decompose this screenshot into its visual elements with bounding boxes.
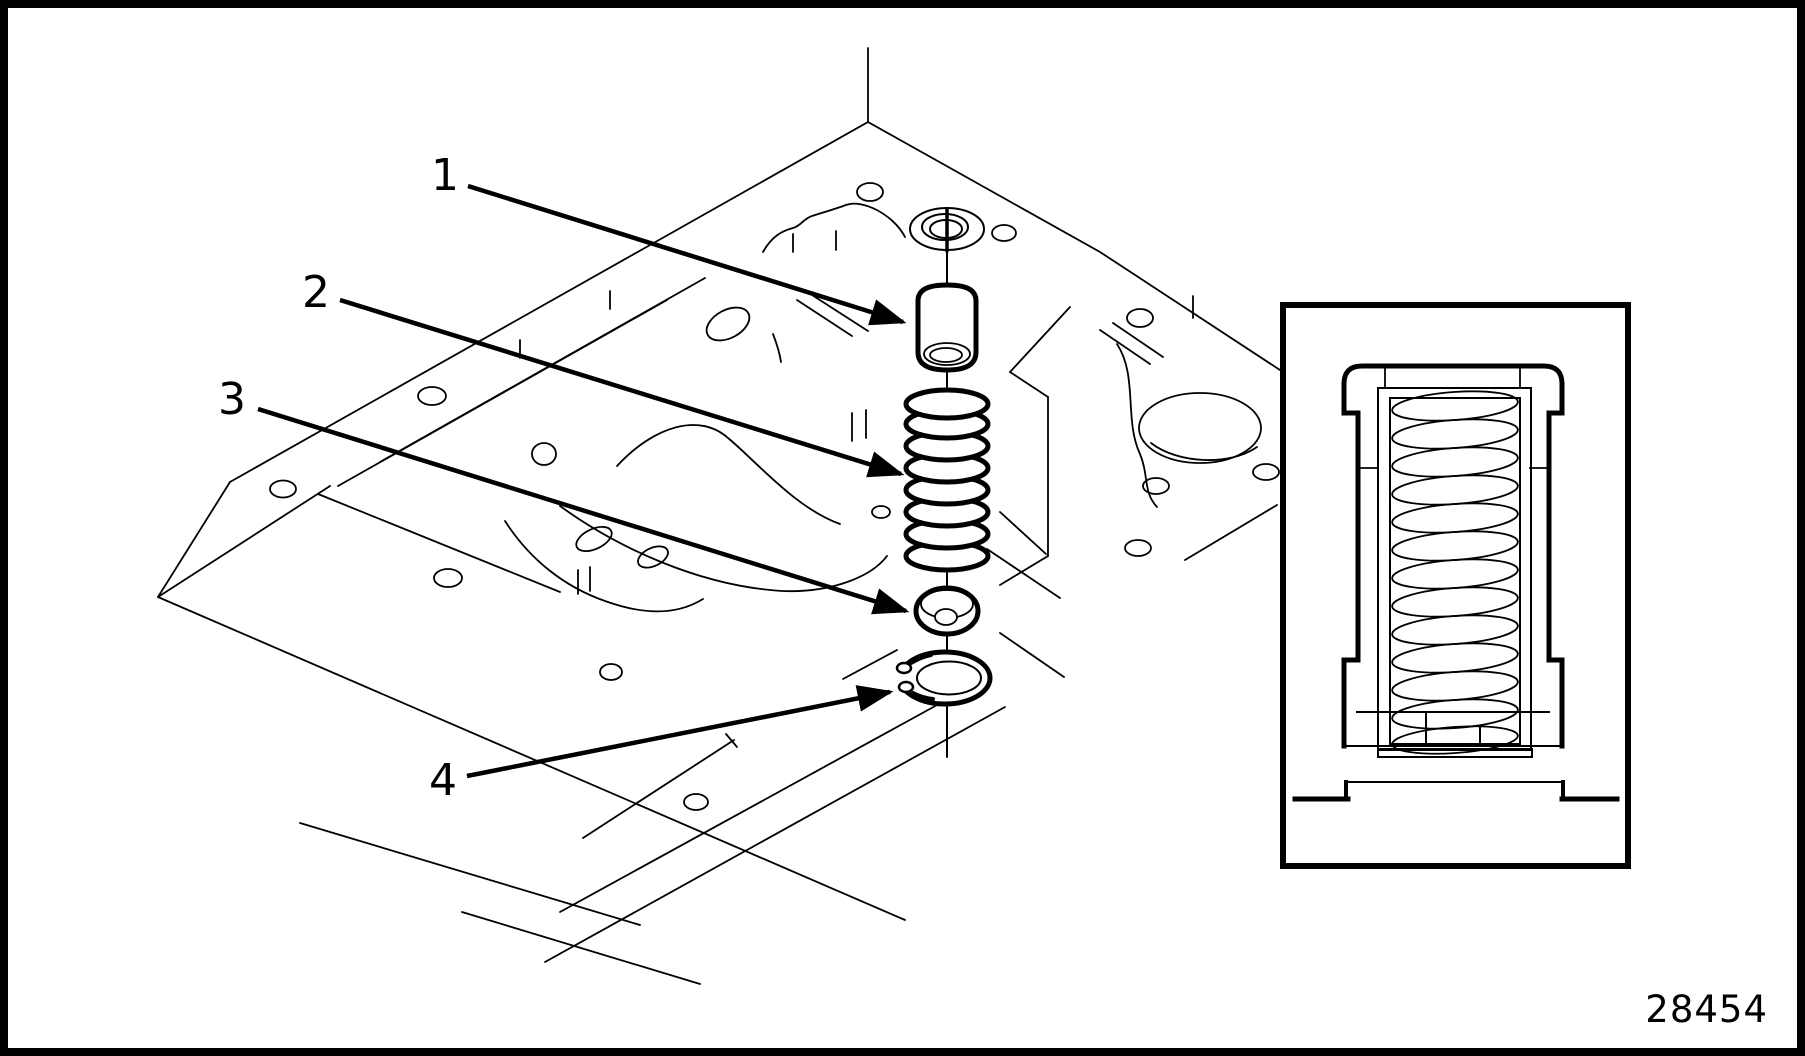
callout-3-leader-line xyxy=(257,406,910,615)
inset-spring-assembly xyxy=(1292,363,1620,802)
part-spring-seat xyxy=(913,585,981,637)
inset-coil-spring xyxy=(1391,390,1519,755)
part-valve-spring xyxy=(903,387,991,573)
callout-4: 4 xyxy=(429,685,894,806)
callout-4-leader-line xyxy=(466,685,894,779)
callout-2-leader-line xyxy=(339,297,905,478)
valve-bore-boss xyxy=(909,207,985,253)
part-snap-ring xyxy=(880,649,993,707)
callout-4-label: 4 xyxy=(429,755,457,806)
callouts: 1 2 3 4 xyxy=(218,150,910,806)
part-valve-plunger xyxy=(915,282,979,373)
detail-inset-box xyxy=(1280,302,1631,869)
figure-number: 28454 xyxy=(1645,988,1768,1031)
callout-2: 2 xyxy=(302,267,905,478)
engine-block-line-art xyxy=(157,47,1284,985)
callout-3-label: 3 xyxy=(218,374,246,425)
callout-2-label: 2 xyxy=(302,267,330,318)
callout-1: 1 xyxy=(431,150,907,326)
exploded-parts xyxy=(880,207,993,758)
callout-1-leader-line xyxy=(467,183,907,326)
callout-1-label: 1 xyxy=(431,150,459,201)
callout-3: 3 xyxy=(218,374,910,615)
